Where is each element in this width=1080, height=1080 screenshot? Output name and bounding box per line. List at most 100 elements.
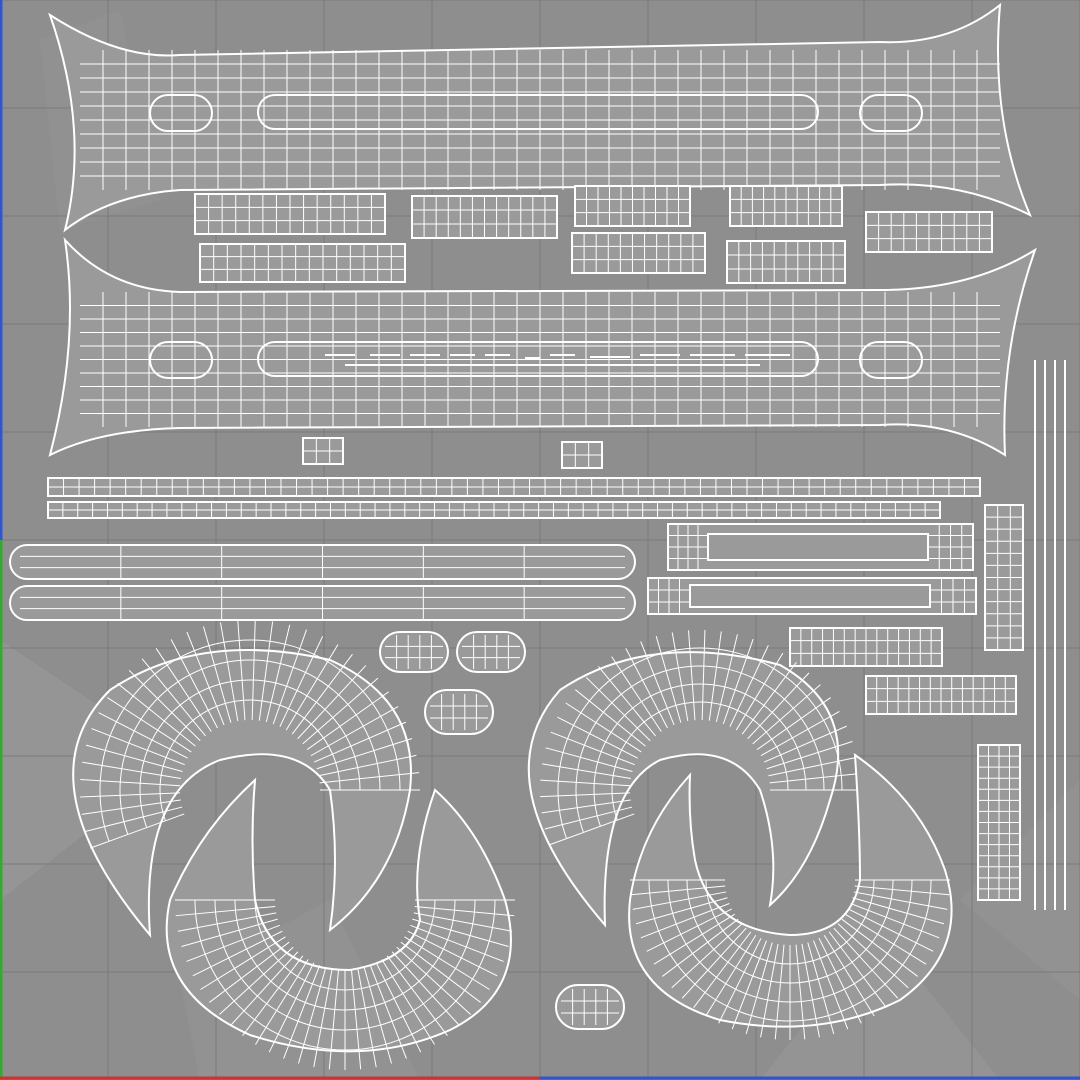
- uv-ring-edge: [705, 879, 875, 965]
- uv-radial-edge: [545, 747, 633, 773]
- uv-radial-edge: [318, 754, 417, 777]
- uv-island-curved-left-top[interactable]: [72, 620, 420, 938]
- uv-radial-edge: [585, 677, 651, 742]
- uv-radial-edge: [653, 913, 735, 965]
- uv-radial-edge: [611, 656, 662, 732]
- uv-radial-edge: [837, 923, 909, 989]
- uv-radial-edge: [760, 710, 840, 757]
- uv-radial-edge: [279, 636, 324, 727]
- uv-radial-edge: [350, 969, 362, 1070]
- uv-radial-edge: [769, 773, 860, 784]
- uv-radial-edge: [363, 967, 393, 1064]
- uv-radial-edge: [283, 965, 321, 1059]
- uv-radial-edge: [369, 965, 407, 1059]
- uv-radial-edge: [646, 908, 733, 952]
- uv-radial-edge: [718, 937, 762, 1024]
- uv-radial-edge: [852, 897, 945, 925]
- uv-radial-edge: [285, 644, 339, 731]
- uv-radial-edge: [807, 942, 835, 1035]
- uv-radial-edge: [242, 955, 304, 1036]
- uv-radial-edge: [828, 931, 887, 1008]
- uv-island-frames[interactable]: [647, 523, 977, 615]
- uv-radial-edge: [82, 761, 182, 780]
- uv-island-small-strips[interactable]: [194, 185, 993, 469]
- uv-ring-edge: [611, 701, 789, 821]
- uv-radial-edge: [625, 648, 668, 729]
- uv-radial-edge: [795, 944, 806, 1040]
- uv-radial-edge: [640, 641, 675, 726]
- uv-radial-edge: [549, 813, 635, 846]
- uv-radial-edge: [265, 624, 291, 723]
- uv-ring-edge: [194, 899, 496, 1051]
- uv-radial-edge: [845, 913, 927, 965]
- uv-radial-edge: [90, 813, 185, 849]
- uv-radial-edge: [747, 672, 810, 740]
- uv-radial-edge: [741, 662, 797, 735]
- uv-radial-edge: [98, 712, 188, 759]
- uv-radial-edge: [200, 936, 286, 990]
- uv-radial-edge: [729, 645, 769, 727]
- uv-radial-edge: [766, 741, 853, 770]
- uv-radial-edge: [192, 930, 283, 977]
- uv-radial-edge: [268, 962, 315, 1053]
- uv-radial-edge: [81, 799, 181, 815]
- uv-radial-edge: [258, 621, 274, 721]
- uv-radial-edge: [410, 924, 504, 962]
- uv-radial-edge: [181, 918, 278, 948]
- uv-radial-edge: [313, 721, 407, 763]
- uv-island-curved-left-bottom[interactable]: [165, 777, 515, 1070]
- uv-radial-edge: [175, 905, 276, 917]
- uv-radial-edge: [688, 630, 696, 721]
- uv-radial-edge: [310, 706, 399, 757]
- uv-radial-edge: [400, 941, 481, 1003]
- uv-radial-edge: [381, 959, 435, 1045]
- uv-radial-edge: [850, 903, 940, 939]
- uv-radial-edge: [80, 779, 181, 787]
- uv-island-vertical-strips[interactable]: [977, 360, 1066, 910]
- uv-radial-edge: [251, 620, 256, 721]
- uv-island-mid-rects[interactable]: [789, 627, 1017, 715]
- uv-radial-edge: [313, 968, 333, 1068]
- uv-island-ovals[interactable]: [379, 631, 625, 1030]
- uv-ring-edge: [214, 899, 476, 1031]
- uv-radial-edge: [297, 967, 327, 1064]
- uv-radial-edge: [230, 951, 299, 1026]
- uv-ring-edge: [139, 679, 361, 828]
- uv-island-rounded-bars[interactable]: [9, 544, 636, 621]
- uv-radial-edge: [598, 666, 656, 737]
- uv-island-curved-right-top[interactable]: [527, 630, 860, 928]
- uv-radial-edge: [237, 620, 246, 721]
- uv-radial-edge: [575, 689, 646, 747]
- uv-ring-edge: [648, 879, 932, 1022]
- uv-radial-edge: [635, 897, 728, 925]
- uv-radial-edge: [177, 912, 277, 932]
- uv-ring-edge: [119, 659, 381, 835]
- uv-radial-edge: [671, 923, 743, 989]
- uv-radial-edge: [328, 969, 340, 1070]
- uv-radial-edge: [735, 652, 784, 731]
- uv-island-panel-bottom[interactable]: [48, 236, 1037, 457]
- uv-radial-edge: [544, 806, 633, 830]
- uv-radial-edge: [671, 632, 689, 722]
- uv-radial-edge: [316, 737, 413, 770]
- uv-islands[interactable]: [9, 2, 1066, 1070]
- uv-island-curved-right-bottom[interactable]: [628, 752, 953, 1040]
- uv-radial-edge: [291, 654, 353, 735]
- uv-island-panel-top[interactable]: [48, 2, 1032, 233]
- uv-strip: [571, 232, 706, 274]
- uv-island-long-strips[interactable]: [47, 477, 981, 519]
- uv-radial-edge: [407, 930, 498, 977]
- uv-radial-edge: [813, 940, 849, 1030]
- uv-ring-edge: [686, 879, 894, 984]
- uv-radial-edge: [413, 912, 513, 932]
- uv-radial-edge: [404, 936, 490, 990]
- uv-radial-edge: [186, 631, 225, 726]
- uv-radial-edge: [763, 725, 847, 763]
- uv-ring-edge: [667, 879, 913, 1003]
- uv-radial-edge: [630, 885, 726, 896]
- uv-radial-edge: [319, 772, 420, 784]
- uv-radial-edge: [640, 903, 730, 939]
